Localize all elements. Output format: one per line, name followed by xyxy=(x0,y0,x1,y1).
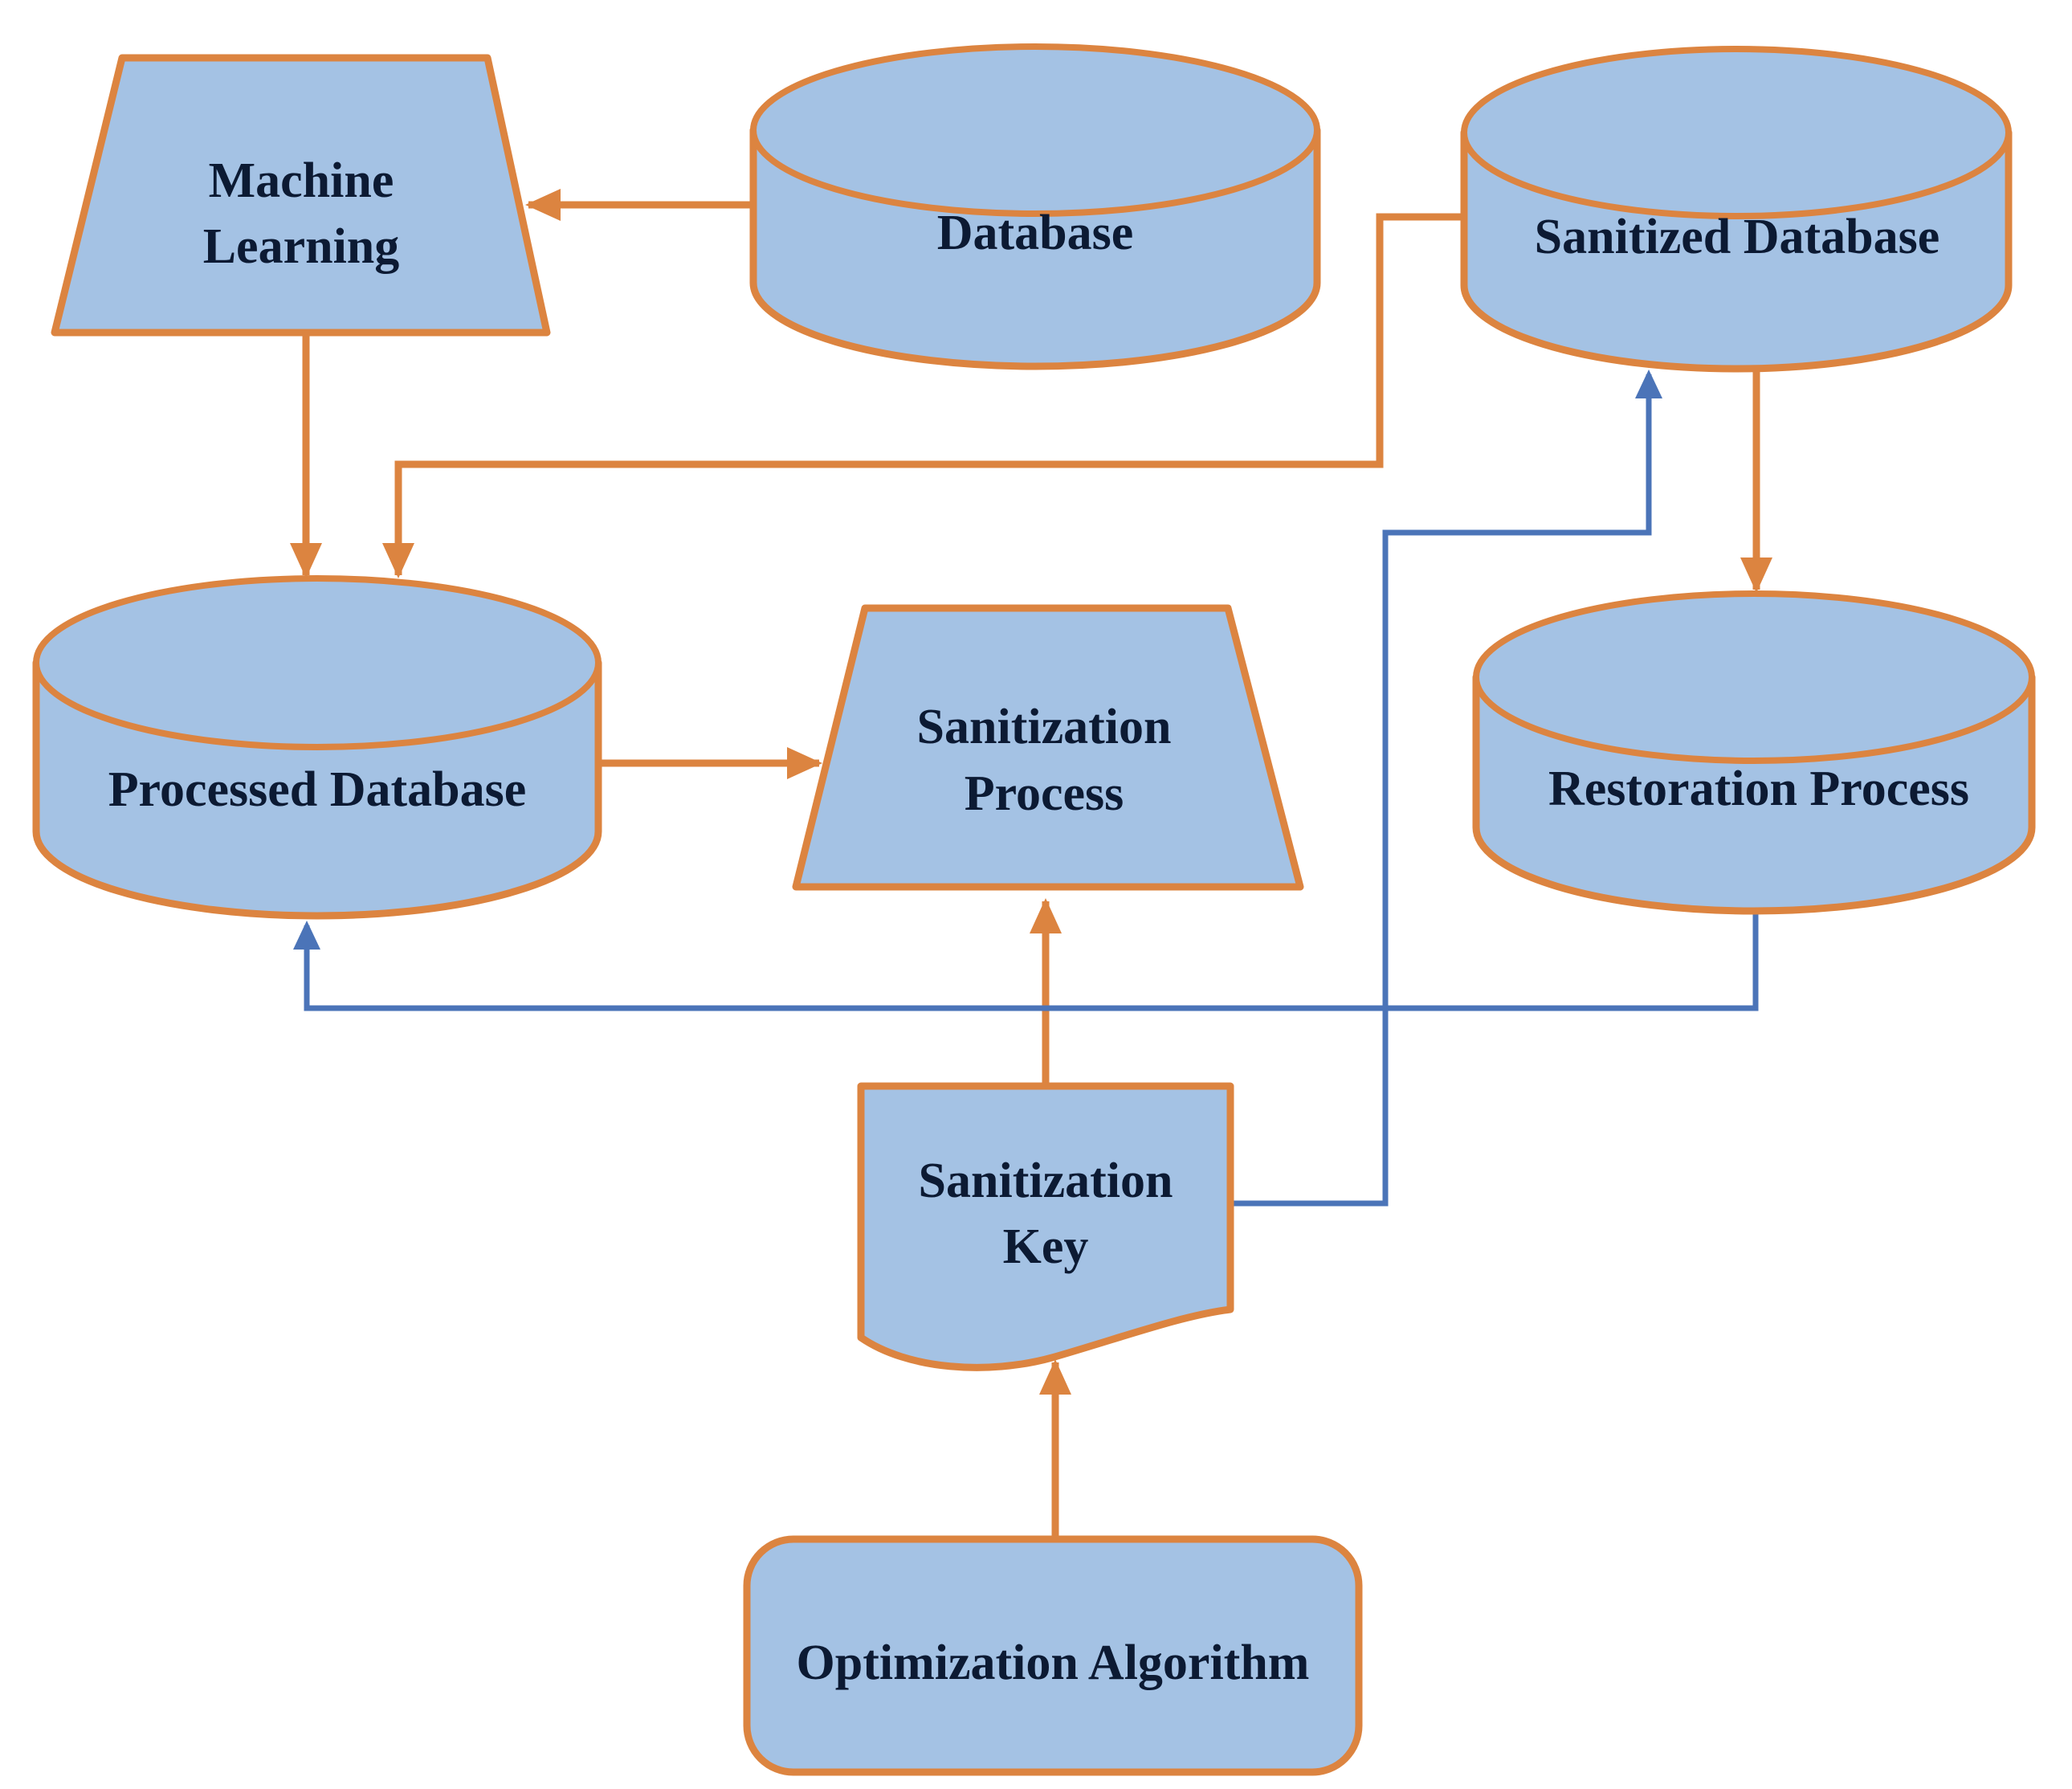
node-database: Database xyxy=(749,43,1321,370)
node-processed-database: Processed Database xyxy=(32,575,602,920)
restoration-process-cap xyxy=(1473,590,2035,764)
edges-orange xyxy=(290,189,1772,1539)
processed-database-label: Processed Database xyxy=(108,762,527,817)
node-sanitized-database: Sanitized Database xyxy=(1460,46,2013,373)
node-restoration-process: Restoration Process xyxy=(1472,590,2036,915)
node-machine-learning: Machine Learning xyxy=(51,54,551,337)
node-sanitization-process: Sanitization Process xyxy=(792,604,1304,891)
machine-learning-label-line1: Machine xyxy=(209,153,394,208)
node-optimization-algorithm: Optimization Algorithm xyxy=(743,1535,1363,1776)
machine-learning-shape xyxy=(51,54,551,337)
restoration-process-label: Restoration Process xyxy=(1548,762,1969,816)
sanitization-process-label-line1: Sanitization xyxy=(917,700,1172,754)
processed-database-cap xyxy=(33,575,602,750)
arrow-sanitized-database-to-processed-database xyxy=(382,213,1464,578)
sanitization-process-shape xyxy=(792,604,1304,891)
edges-blue xyxy=(293,370,1759,1207)
sanitization-key-label-line1: Sanitization xyxy=(919,1154,1173,1208)
node-sanitization-key: Sanitization Key xyxy=(857,1082,1234,1371)
optimization-algorithm-shape xyxy=(743,1535,1363,1776)
database-cap xyxy=(750,43,1320,217)
database-label: Database xyxy=(937,206,1134,260)
arrow-sanitization-key-to-sanitized-database xyxy=(1230,370,1662,1207)
sanitization-process-label-line2: Process xyxy=(965,766,1124,821)
sanitization-key-shape xyxy=(857,1082,1234,1371)
arrow-restoration-process-to-processed-database xyxy=(293,910,1759,1011)
machine-learning-label-line2: Learning xyxy=(203,219,400,274)
sanitization-key-label-line2: Key xyxy=(1003,1219,1089,1274)
sanitized-database-cap xyxy=(1461,46,2012,219)
optimization-algorithm-label: Optimization Algorithm xyxy=(797,1636,1310,1690)
sanitized-database-label: Sanitized Database xyxy=(1535,210,1940,264)
